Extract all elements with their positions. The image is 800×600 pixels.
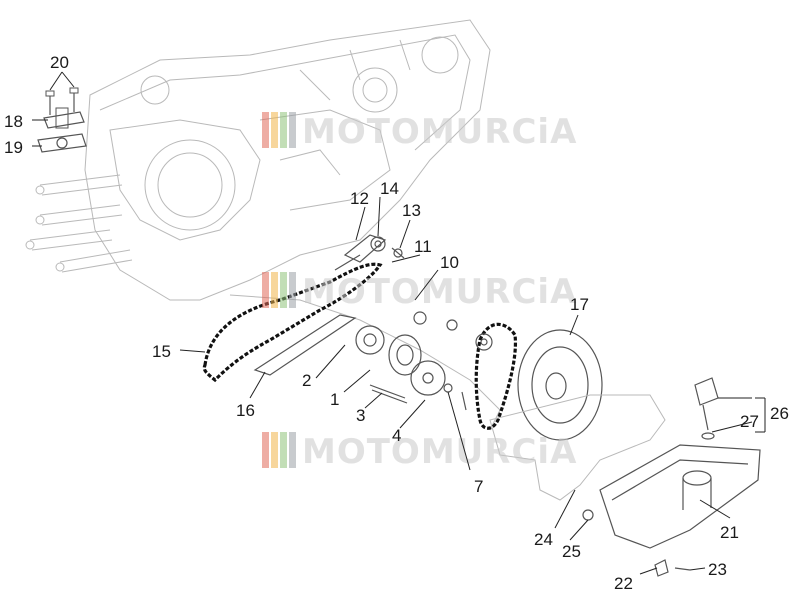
callout-27: 27 [740,412,759,431]
callout-18: 18 [4,112,23,131]
callout-4: 4 [392,426,401,445]
callout-12: 12 [350,189,369,208]
gasket [489,394,666,501]
callout-26: 26 [770,404,789,423]
drain-plug [582,509,691,577]
crankcase-drawing [25,19,501,431]
callout-11: 11 [414,237,432,256]
watermark-middle: MOTOMURCiA [262,272,577,312]
watermark-bottom: MOTOMURCiA [262,432,577,472]
sprocket-cover [517,329,603,441]
watermark-text: MOTOMURCiA [302,432,577,472]
watermark-text: MOTOMURCiA [302,272,577,312]
upper-guide-parts [334,234,405,271]
callout-17: 17 [570,295,589,314]
dipstick [694,377,719,440]
callout-10: 10 [440,253,459,272]
callout-14: 14 [380,179,399,198]
watermark-top: MOTOMURCiA [262,112,577,152]
callout-16: 16 [236,401,255,420]
guide-rail [253,314,357,376]
callout-1: 1 [330,390,339,409]
callout-21: 21 [720,523,739,542]
callout-25: 25 [562,542,581,561]
timing-chains [202,262,518,430]
callout-15: 15 [152,342,171,361]
callout-13: 13 [402,201,421,220]
oil-pump-assembly [355,311,493,411]
watermark-text: MOTOMURCiA [302,112,577,152]
leader-lines [32,71,766,575]
callout-22: 22 [614,574,633,593]
callout-7: 7 [474,477,483,496]
tensioner-assembly [37,87,87,153]
callout-2: 2 [302,371,311,390]
callout-23: 23 [708,560,727,579]
callout-3: 3 [356,406,365,425]
oil-sump [599,444,761,549]
callout-labels: 20 18 19 12 14 13 11 10 17 15 2 1 16 3 4… [4,53,789,593]
callout-19: 19 [4,138,23,157]
callout-20: 20 [50,53,69,72]
callout-24: 24 [534,530,553,549]
